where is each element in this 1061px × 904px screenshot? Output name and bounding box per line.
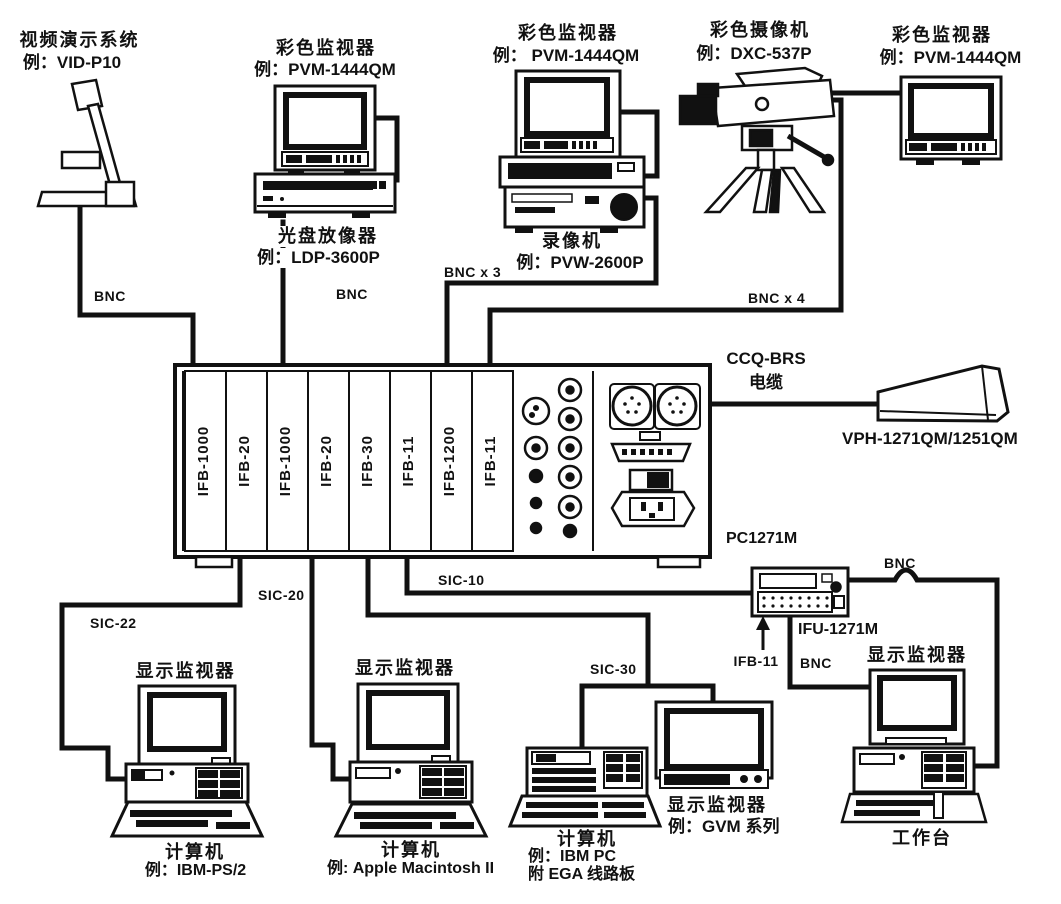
vtr-monitor-illustration (514, 69, 622, 159)
sic30-label: SIC-30 (590, 661, 637, 677)
bnc-label-presenter: BNC (94, 288, 126, 304)
right-monitor-title: 彩色监视器 (892, 25, 992, 45)
workstation-illustration (840, 668, 988, 824)
bnc-label-ifu-monitor: BNC (800, 655, 832, 671)
workstation-title: 工作台 (892, 828, 952, 848)
rack-module-2: IFB-20 (236, 435, 253, 487)
gvm-monitor-illustration (654, 700, 774, 789)
video-presenter-illustration (36, 78, 138, 208)
computer2-title: 计算机 (381, 840, 441, 860)
rack-module-5: IFB-30 (359, 435, 376, 487)
sic22-label: SIC-22 (90, 615, 137, 631)
ldp-player-example: 例：LDP-3600P (248, 248, 389, 268)
ldp-player-title: 光盘放像器 (266, 226, 390, 247)
bnc-x4-label: BNC x 4 (748, 290, 806, 306)
ldp-monitor-illustration (273, 84, 377, 175)
camera-illustration (678, 66, 836, 214)
rack-module-3: IFB-1000 (277, 425, 294, 497)
cable-bnc-x4 (487, 97, 844, 371)
sic10-label: SIC-10 (438, 572, 485, 588)
sic20-label: SIC-20 (258, 587, 305, 603)
computer3-illustration (507, 746, 663, 828)
right-monitor-example: 例：PVM-1444QM (879, 48, 1022, 67)
bnc-label-ifu-top: BNC (884, 555, 916, 571)
bnc-x3-label: BNC x 3 (444, 264, 502, 280)
vtr-title: 录像机 (542, 231, 602, 251)
gvm-monitor-example: 例：GVM 系列 (668, 817, 780, 836)
video-presenter-title: 视频演示系统 (19, 30, 140, 50)
vtr-monitor-title: 彩色监视器 (518, 23, 618, 43)
cable-sic20 (309, 553, 355, 782)
computer2-illustration (333, 682, 489, 838)
computer1-illustration (109, 684, 265, 838)
vtr-illustration (498, 155, 646, 233)
computer3-example: 例：IBM PC (528, 848, 617, 865)
projector-model-label: VPH-1271QM/1251QM (842, 429, 1018, 448)
rack-module-7: IFB-1200 (441, 425, 458, 497)
rack-module-1: IFB-1000 (195, 425, 212, 497)
rack-module-4: IFB-20 (318, 435, 335, 487)
cable-ifu-ws-monitor (787, 614, 875, 690)
vtr-monitor-example: 例： PVM-1444QM (492, 46, 640, 65)
rack-module-6: IFB-11 (400, 435, 417, 487)
cable-bnc-x3 (444, 195, 659, 371)
right-monitor-illustration (899, 75, 1003, 165)
display-monitor2-title: 显示监视器 (355, 658, 455, 678)
cable-ifu-workstation-pc (843, 567, 1000, 769)
computer2-example: 例: Apple Macintosh II (326, 860, 495, 877)
ifu-model-label: IFU-1271M (798, 621, 879, 638)
camera-title: 彩色摄像机 (710, 20, 810, 40)
gvm-monitor-title: 显示监视器 (667, 795, 767, 815)
switcher-model-label: PC1271M (726, 530, 798, 547)
cable-monitor-ldp-loop (370, 115, 400, 183)
computer3-title: 计算机 (557, 829, 617, 849)
cable-sic22 (59, 553, 243, 782)
cable-sic30 (365, 553, 716, 753)
switcher-rack-illustration (173, 363, 712, 569)
cable-sic10 (404, 553, 756, 596)
ifb11-board-label: IFB-11 (733, 653, 779, 669)
vtr-example: 例：PVW-2600P (516, 253, 644, 272)
ccq-brs-label: CCQ-BRS (726, 349, 806, 368)
cables (59, 90, 1000, 782)
projector-illustration (876, 364, 1010, 423)
cable-monitor-vtr-loop (615, 109, 660, 179)
ifu-illustration (750, 566, 850, 618)
video-presenter-example: 例：VID-P10 (22, 53, 122, 72)
ifb11-arrow (756, 616, 770, 650)
display-monitor1-title: 显示监视器 (135, 661, 236, 681)
computer3-example2: 附 EGA 线路板 (528, 866, 635, 883)
cable-presenter-bnc (77, 205, 196, 371)
camera-example: 例：DXC-537P (696, 44, 812, 63)
ccq-cable-label: 电缆 (749, 373, 783, 392)
rack-module-8: IFB-11 (482, 435, 499, 487)
ldp-monitor-title: 彩色监视器 (276, 38, 376, 58)
ldp-player-illustration (253, 172, 397, 218)
ldp-monitor-example: 例：PVM-1444QM (254, 60, 396, 79)
computer1-example: 例：IBM-PS/2 (144, 862, 247, 879)
computer1-title: 计算机 (165, 842, 225, 862)
bnc-label-ldp: BNC (336, 286, 368, 302)
ws-monitor-title: 显示监视器 (867, 645, 967, 665)
